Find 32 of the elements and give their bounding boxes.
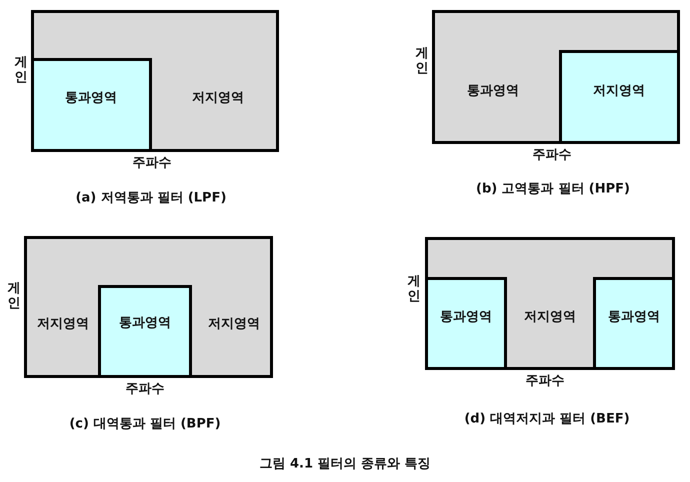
highlighted-band — [98, 285, 192, 378]
panel-caption: (c) 대역통과 필터 (BPF) — [69, 418, 221, 432]
region-label: 통과영역 — [467, 84, 519, 100]
figure-caption: 그림 4.1 필터의 종류와 특징 — [259, 458, 431, 472]
region-label: 저지영역 — [192, 92, 244, 106]
axis-label: 주파수 — [132, 156, 172, 172]
plot-area — [24, 236, 273, 378]
highlighted-band — [31, 58, 152, 152]
highlighted-band — [559, 50, 680, 144]
panel-caption: (b) 고역통과 필터 (HPF) — [476, 182, 630, 198]
region-label: 저지영역 — [524, 310, 576, 326]
region-label: 통과영역 — [608, 310, 660, 326]
region-label: 통과영역 — [119, 316, 171, 332]
axis-label: 주파수 — [126, 382, 164, 398]
panel-caption: (a) 저역통과 필터 (LPF) — [76, 192, 226, 206]
axis-label: 주파수 — [532, 148, 572, 164]
region-label: 통과영역 — [65, 92, 117, 106]
plot-area — [425, 237, 675, 370]
axis-label: 주파수 — [526, 374, 564, 390]
region-label: 저지영역 — [37, 318, 89, 332]
highlighted-band — [593, 277, 675, 370]
panel-caption: (d) 대역저지과 필터 (BEF) — [464, 412, 630, 428]
axis-label: 게인 — [407, 275, 421, 305]
region-label: 통과영역 — [440, 310, 492, 326]
region-label: 저지영역 — [593, 84, 645, 100]
plot-area — [31, 10, 279, 152]
plot-area — [432, 10, 680, 144]
axis-label: 게인 — [7, 282, 21, 312]
axis-label: 게인 — [415, 47, 429, 77]
highlighted-band — [425, 277, 507, 370]
region-label: 저지영역 — [208, 318, 260, 332]
axis-label: 게인 — [14, 56, 28, 86]
